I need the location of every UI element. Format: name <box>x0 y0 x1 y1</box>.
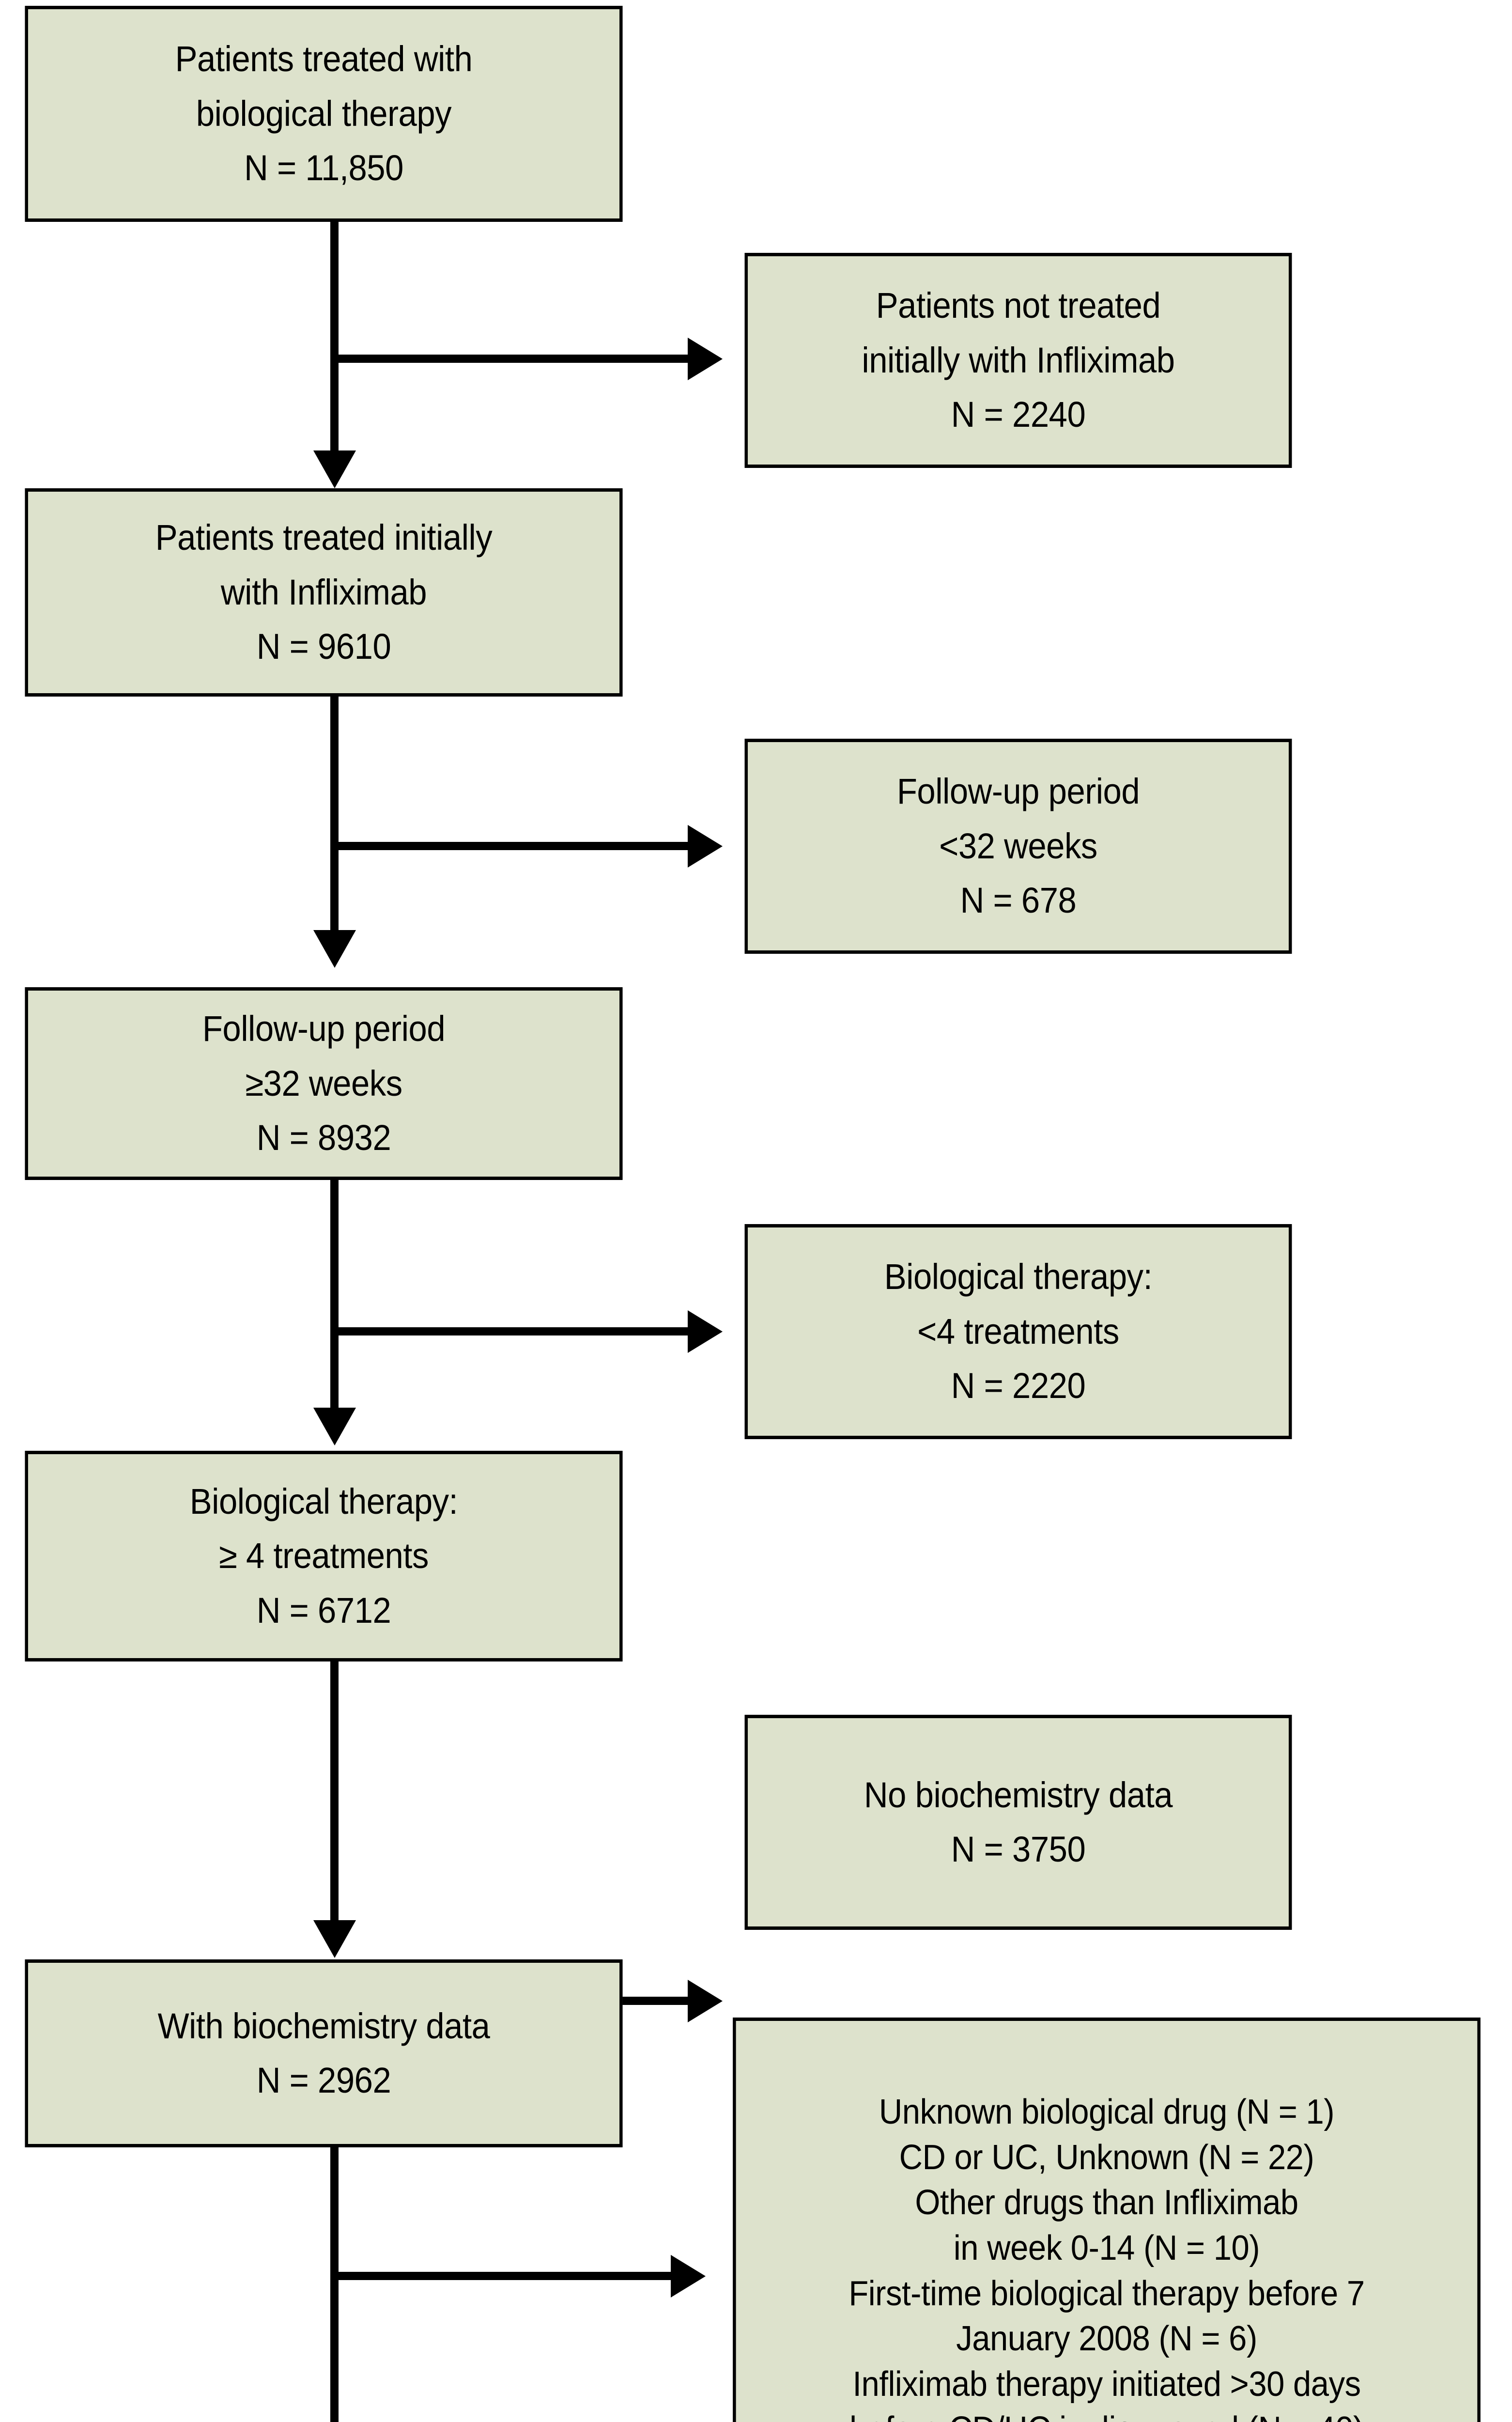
arrowhead-right-5 <box>671 2255 706 2298</box>
connector-vertical-1 <box>330 222 339 454</box>
flow-box-count: N = 9610 <box>256 626 391 667</box>
exclusion-box-line: No biochemistry data <box>864 1774 1173 1815</box>
connector-horizontal-2 <box>330 842 691 850</box>
flow-box-count: N = 8932 <box>256 1118 391 1158</box>
arrowhead-down-1 <box>313 450 356 488</box>
exclusion-box-count: N = 678 <box>960 880 1077 921</box>
flow-box-line: Biological therapy: <box>189 1481 458 1522</box>
flow-box-biological-ge-4-treatments: Biological therapy: ≥ 4 treatments N = 6… <box>25 1451 623 1661</box>
exclusion-list-line: Infliximab therapy initiated >30 days <box>852 2364 1361 2404</box>
exclusion-list-line: before CD/UC is diagnosed (N = 40) <box>849 2407 1364 2422</box>
flow-box-line: Patients treated initially <box>155 517 493 558</box>
flow-box-line: Follow-up period <box>202 1009 446 1049</box>
flow-box-count: N = 11,850 <box>244 148 403 188</box>
flow-box-treated-biological-therapy: Patients treated with biological therapy… <box>25 6 623 222</box>
arrowhead-down-3 <box>313 1408 356 1445</box>
arrowhead-right-4 <box>688 1980 723 2022</box>
connector-horizontal-5 <box>330 2272 674 2280</box>
exclusion-box-final-exclusion-criteria: Unknown biological drug (N = 1) CD or UC… <box>733 2018 1481 2422</box>
exclusion-box-count: N = 2240 <box>951 394 1086 435</box>
exclusion-box-count: N = 2220 <box>951 1366 1086 1406</box>
flow-box-count: N = 2962 <box>256 2060 391 2100</box>
exclusion-list-line: Other drugs than Infliximab <box>915 2183 1298 2222</box>
connector-horizontal-3 <box>330 1327 691 1335</box>
flow-box-treated-initially-infliximab: Patients treated initially with Inflixim… <box>25 488 623 697</box>
exclusion-box-line: Biological therapy: <box>884 1257 1153 1297</box>
connector-vertical-4 <box>330 1661 339 1924</box>
exclusion-list-line: First-time biological therapy before 7 <box>849 2274 1365 2313</box>
exclusion-list-line: CD or UC, Unknown (N = 22) <box>899 2138 1314 2177</box>
connector-horizontal-1 <box>330 355 691 363</box>
arrowhead-down-4 <box>313 1920 356 1958</box>
exclusion-box-count: N = 3750 <box>951 1829 1086 1869</box>
flow-box-followup-ge-32-weeks: Follow-up period ≥32 weeks N = 8932 <box>25 987 623 1180</box>
flow-box-line: with Infliximab <box>220 572 427 612</box>
flow-box-line: Patients treated with <box>175 39 473 79</box>
arrowhead-right-3 <box>688 1310 723 1353</box>
exclusion-box-line: Follow-up period <box>896 771 1140 812</box>
connector-vertical-5 <box>330 2147 339 2422</box>
flow-box-line: ≥ 4 treatments <box>219 1536 429 1576</box>
exclusion-box-line: <4 treatments <box>917 1311 1119 1351</box>
exclusion-list-line: Unknown biological drug (N = 1) <box>879 2093 1335 2132</box>
connector-vertical-3 <box>330 1180 339 1412</box>
flow-box-line: biological therapy <box>196 93 452 134</box>
exclusion-list-line: in week 0-14 (N = 10) <box>953 2228 1260 2267</box>
exclusion-box-biological-lt-4-treatments: Biological therapy: <4 treatments N = 22… <box>744 1224 1292 1439</box>
exclusion-list-line: January 2008 (N = 6) <box>956 2319 1257 2359</box>
connector-vertical-2 <box>330 697 339 934</box>
flow-box-count: N = 6712 <box>256 1590 391 1630</box>
flow-box-line: ≥32 weeks <box>245 1063 402 1103</box>
flow-box-with-biochemistry-data: With biochemistry data N = 2962 <box>25 1959 623 2147</box>
exclusion-box-line: initially with Infliximab <box>862 340 1175 380</box>
arrowhead-down-2 <box>313 930 356 968</box>
exclusion-box-not-treated-initially-infliximab: Patients not treated initially with Infl… <box>744 253 1292 468</box>
exclusion-box-line: Patients not treated <box>876 285 1161 326</box>
exclusion-box-no-biochemistry-data: No biochemistry data N = 3750 <box>744 1715 1292 1930</box>
arrowhead-right-2 <box>688 825 723 868</box>
arrowhead-right-1 <box>688 338 723 380</box>
exclusion-box-line: <32 weeks <box>939 825 1097 866</box>
flow-box-line: With biochemistry data <box>157 2005 490 2046</box>
exclusion-box-followup-lt-32-weeks: Follow-up period <32 weeks N = 678 <box>744 739 1292 954</box>
